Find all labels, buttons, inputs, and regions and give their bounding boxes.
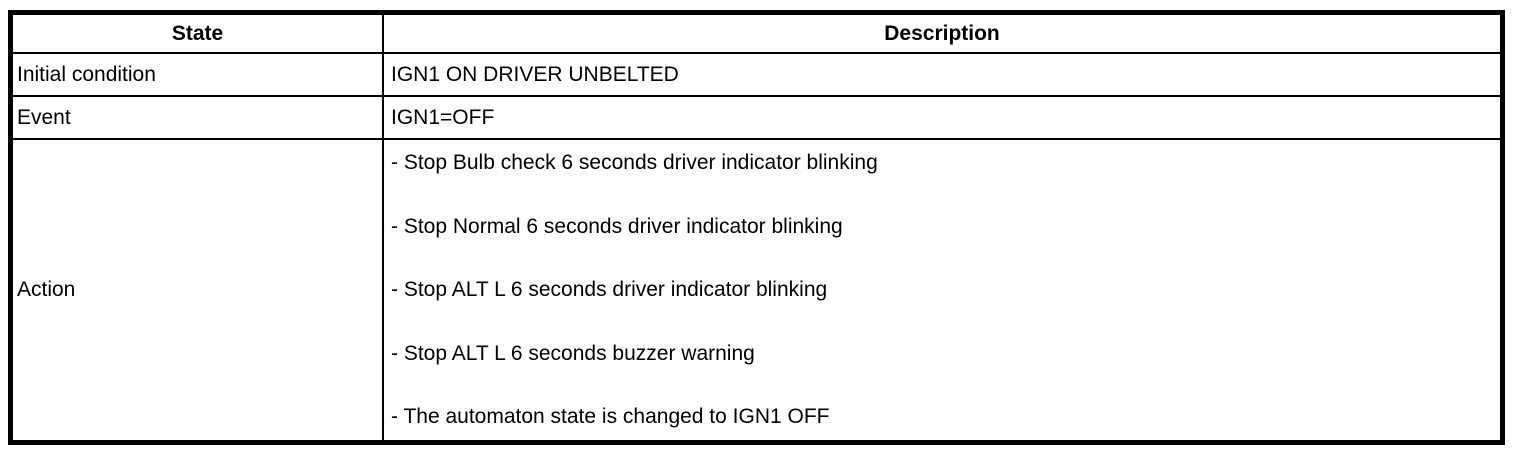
- row-label-action: Action: [13, 140, 384, 440]
- action-item: - Stop ALT L 6 seconds driver indicator …: [391, 278, 828, 301]
- row-value-action-list: - Stop Bulb check 6 seconds driver indic…: [384, 140, 1500, 440]
- column-header-state: State: [13, 15, 384, 54]
- action-item: - Stop ALT L 6 seconds buzzer warning: [391, 341, 755, 365]
- row-label-initial-condition: Initial condition: [13, 54, 384, 97]
- action-item: - Stop Bulb check 6 seconds driver indic…: [391, 151, 878, 174]
- row-label-event: Event: [13, 97, 384, 140]
- row-value-initial-condition: IGN1 ON DRIVER UNBELTED: [384, 54, 1500, 97]
- action-item: - Stop Normal 6 seconds driver indicator…: [391, 214, 843, 238]
- row-value-event: IGN1=OFF: [384, 97, 1500, 140]
- state-description-table: State Description Initial condition IGN1…: [8, 10, 1505, 445]
- column-header-description: Description: [384, 15, 1500, 54]
- action-item: - The automaton state is changed to IGN1…: [391, 405, 830, 428]
